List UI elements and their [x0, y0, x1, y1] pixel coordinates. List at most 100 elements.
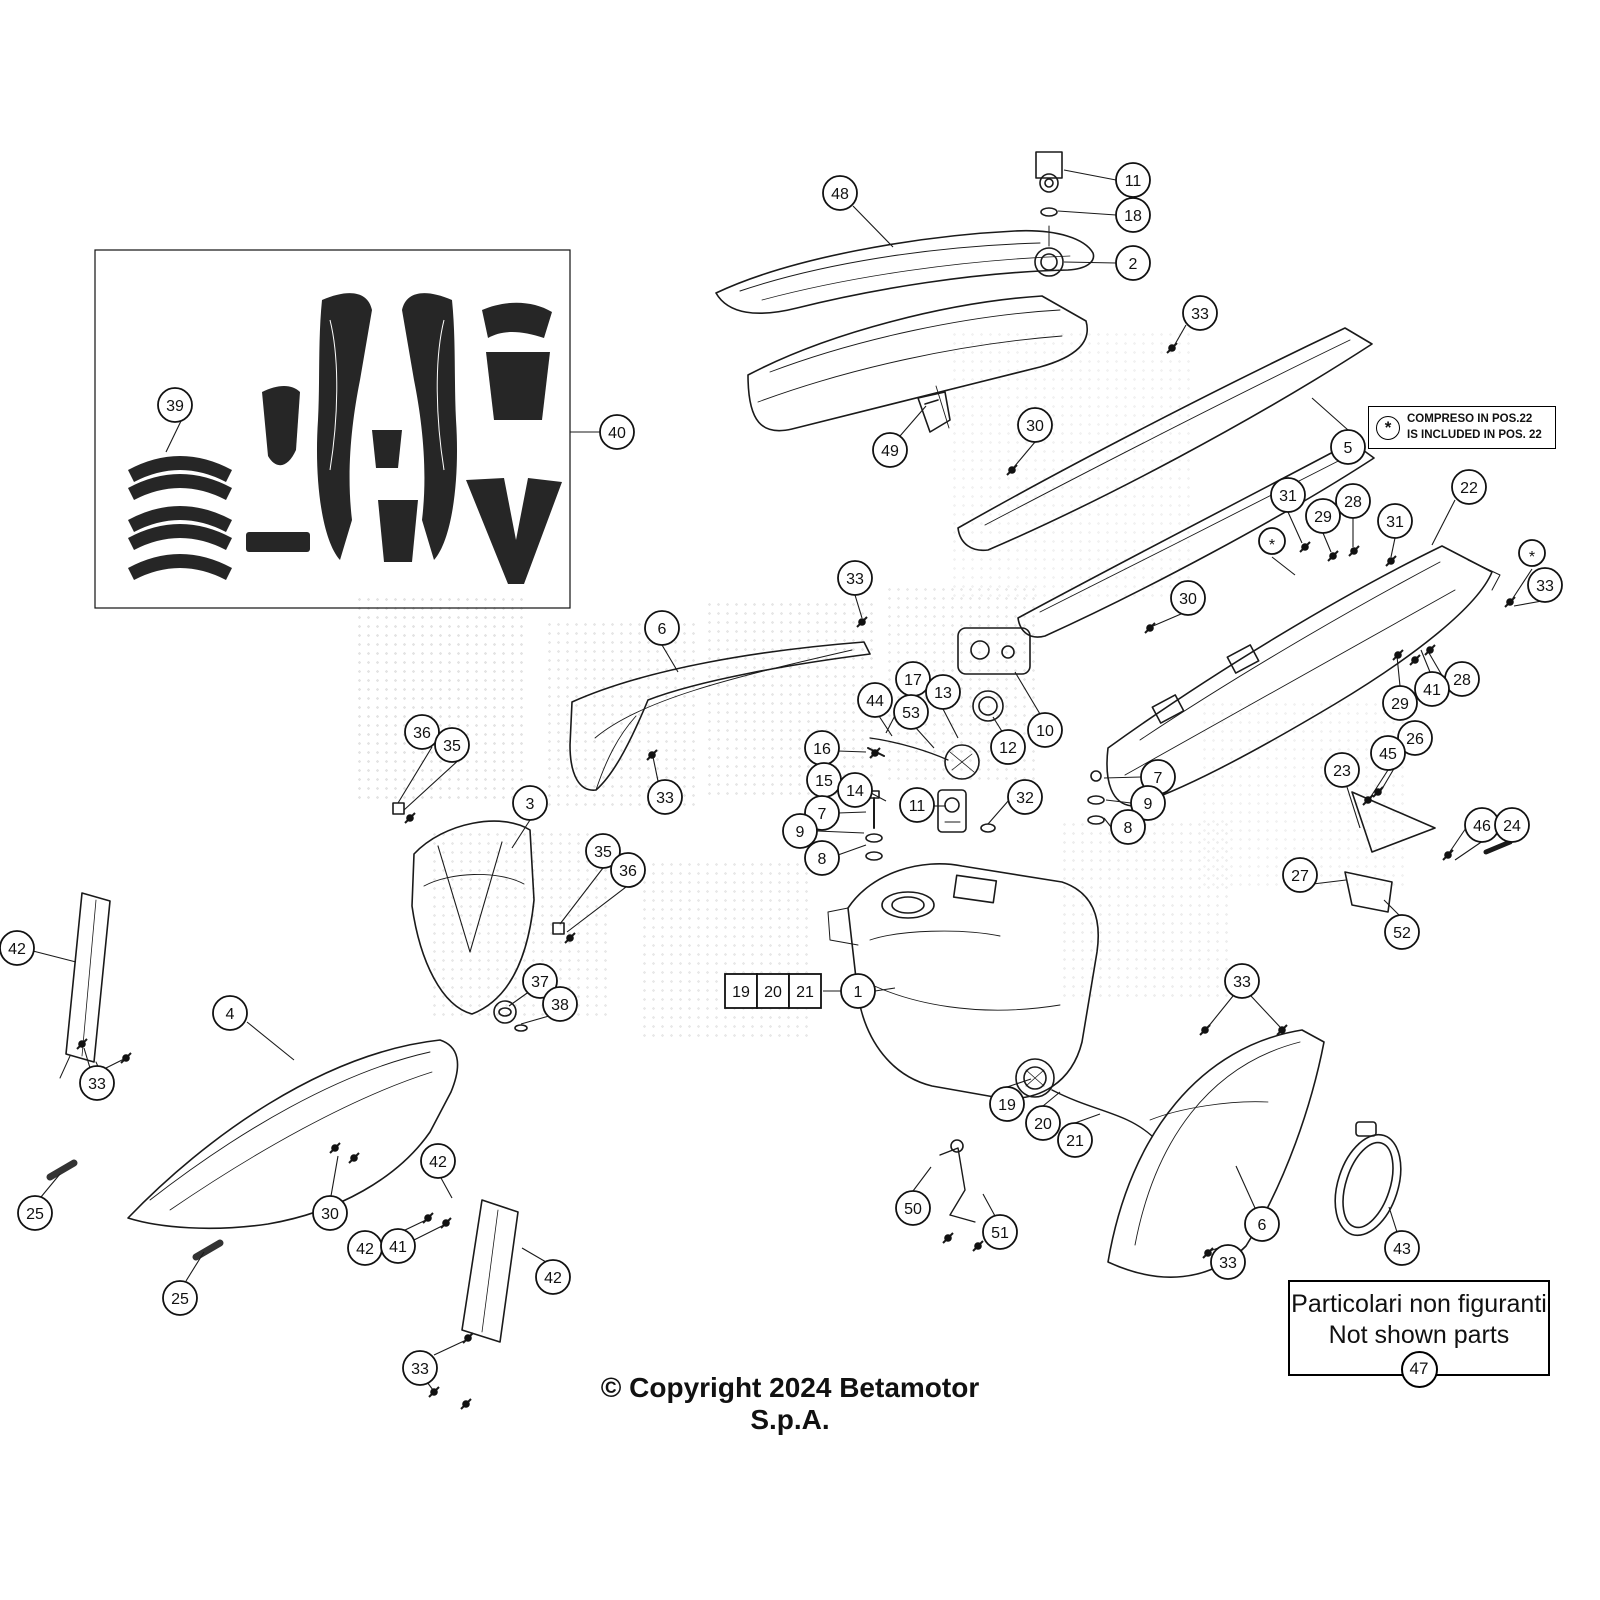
callout-53[interactable]: 53 [893, 694, 929, 730]
callout-26[interactable]: 26 [1397, 720, 1433, 756]
callout-33[interactable]: 33 [1182, 295, 1218, 331]
callout-18[interactable]: 18 [1115, 197, 1151, 233]
callout-1[interactable]: 1 [840, 973, 876, 1009]
callout-12[interactable]: 12 [990, 729, 1026, 765]
callout-49[interactable]: 49 [872, 432, 908, 468]
callout-27[interactable]: 27 [1282, 857, 1318, 893]
callout-31[interactable]: 31 [1270, 477, 1306, 513]
callout-10[interactable]: 10 [1027, 712, 1063, 748]
callout-41[interactable]: 41 [1414, 671, 1450, 707]
callout-44[interactable]: 44 [857, 682, 893, 718]
callout-3[interactable]: 3 [512, 785, 548, 821]
seat-bracket-shape [917, 391, 951, 433]
callout-33[interactable]: 33 [1224, 963, 1260, 999]
callout-8[interactable]: 8 [1110, 809, 1146, 845]
callout-45[interactable]: 45 [1370, 735, 1406, 771]
bolt-icon [942, 1232, 954, 1244]
callout-42[interactable]: 42 [347, 1230, 383, 1266]
callout-9[interactable]: 9 [1130, 785, 1166, 821]
callout-5[interactable]: 5 [1330, 429, 1366, 465]
svg-text:28: 28 [1453, 672, 1471, 689]
callout-23[interactable]: 23 [1324, 752, 1360, 788]
callout-33[interactable]: 33 [1210, 1244, 1246, 1280]
callout-38[interactable]: 38 [542, 986, 578, 1022]
callout-11[interactable]: 11 [899, 787, 935, 823]
svg-text:7: 7 [818, 806, 827, 823]
callout-19[interactable]: 19 [989, 1086, 1025, 1122]
callout-39[interactable]: 39 [157, 387, 193, 423]
callout-32[interactable]: 32 [1007, 779, 1043, 815]
callout-20[interactable]: 20 [1025, 1105, 1061, 1141]
svg-text:2: 2 [1129, 256, 1138, 273]
callout-25[interactable]: 25 [162, 1280, 198, 1316]
callout-41[interactable]: 41 [380, 1228, 416, 1264]
callout-40[interactable]: 40 [599, 414, 635, 450]
callout-star[interactable]: * [1518, 539, 1546, 567]
svg-text:19: 19 [732, 984, 750, 1001]
callout-15[interactable]: 15 [806, 762, 842, 798]
callout-33[interactable]: 33 [1527, 567, 1563, 603]
fuel-cap-hardware [1034, 151, 1064, 277]
callout-30[interactable]: 30 [312, 1195, 348, 1231]
callout-33[interactable]: 33 [647, 779, 683, 815]
callout-36[interactable]: 36 [404, 714, 440, 750]
callout-21[interactable]: 21 [1057, 1122, 1093, 1158]
callout-42[interactable]: 42 [535, 1259, 571, 1295]
callout-24[interactable]: 24 [1494, 807, 1530, 843]
callout-37[interactable]: 37 [522, 963, 558, 999]
star-icon: * [1376, 415, 1400, 440]
callout-43[interactable]: 43 [1384, 1230, 1420, 1266]
callout-cell-21[interactable]: 21 [788, 973, 822, 1009]
callout-2[interactable]: 2 [1115, 245, 1151, 281]
svg-text:30: 30 [1179, 591, 1197, 608]
svg-text:29: 29 [1314, 509, 1332, 526]
callout-17[interactable]: 17 [895, 661, 931, 697]
callout-30[interactable]: 30 [1017, 407, 1053, 443]
callout-50[interactable]: 50 [895, 1190, 931, 1226]
callout-14[interactable]: 14 [837, 772, 873, 808]
callout-22[interactable]: 22 [1451, 469, 1487, 505]
fuel-tank-shape [827, 863, 1099, 1100]
callout-4[interactable]: 4 [212, 995, 248, 1031]
callout-6[interactable]: 6 [1244, 1206, 1280, 1242]
callout-33[interactable]: 33 [79, 1065, 115, 1101]
callout-25[interactable]: 25 [17, 1195, 53, 1231]
callout-11[interactable]: 11 [1115, 162, 1151, 198]
callout-cell-20[interactable]: 20 [756, 973, 790, 1009]
callout-51[interactable]: 51 [982, 1214, 1018, 1250]
callout-9[interactable]: 9 [782, 813, 818, 849]
callout-31[interactable]: 31 [1377, 503, 1413, 539]
svg-text:31: 31 [1279, 488, 1297, 505]
bolt-icon [1504, 596, 1516, 608]
callout-16[interactable]: 16 [804, 730, 840, 766]
callout-47[interactable]: 47 [1400, 1351, 1438, 1388]
callout-cell-19[interactable]: 19 [724, 973, 758, 1009]
callout-52[interactable]: 52 [1384, 914, 1420, 950]
callout-29[interactable]: 29 [1382, 685, 1418, 721]
callout-28[interactable]: 28 [1335, 483, 1371, 519]
callout-6[interactable]: 6 [644, 610, 680, 646]
bolt-icon [1006, 464, 1018, 476]
callout-33[interactable]: 33 [837, 560, 873, 596]
note-line-2: IS INCLUDED IN POS. 22 [1407, 428, 1542, 441]
callout-35[interactable]: 35 [434, 727, 470, 763]
callout-13[interactable]: 13 [925, 674, 961, 710]
callout-42[interactable]: 42 [0, 930, 35, 966]
callout-46[interactable]: 46 [1464, 807, 1500, 843]
callout-42[interactable]: 42 [420, 1143, 456, 1179]
included-note-box: * COMPRESO IN POS.22 IS INCLUDED IN POS.… [1368, 406, 1556, 450]
callout-28[interactable]: 28 [1444, 661, 1480, 697]
callout-35[interactable]: 35 [585, 833, 621, 869]
bolt-icon [460, 1398, 472, 1410]
svg-text:23: 23 [1333, 763, 1351, 780]
callout-29[interactable]: 29 [1305, 498, 1341, 534]
callout-star[interactable]: * [1258, 527, 1286, 555]
callout-36[interactable]: 36 [610, 852, 646, 888]
callout-33[interactable]: 33 [402, 1350, 438, 1386]
callout-30[interactable]: 30 [1170, 580, 1206, 616]
pin-shapes [46, 1159, 224, 1261]
callout-48[interactable]: 48 [822, 175, 858, 211]
callout-8[interactable]: 8 [804, 840, 840, 876]
